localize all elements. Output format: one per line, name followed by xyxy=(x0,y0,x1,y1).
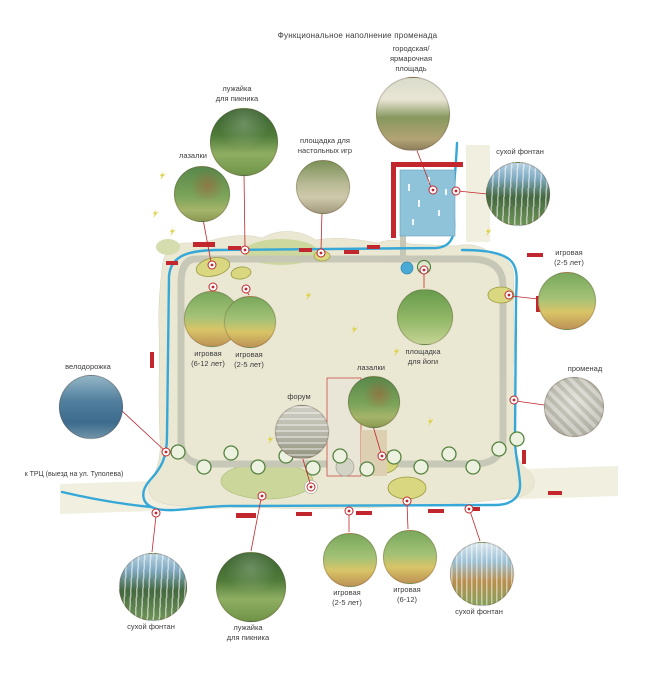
photo-playground-2-5-right xyxy=(538,272,596,330)
label-picnic-lawn-bottom: лужайка для пикника xyxy=(226,623,270,642)
photo-yoga-area xyxy=(397,289,453,345)
water-feature-dot xyxy=(400,261,414,275)
leader-lines xyxy=(119,147,545,553)
photo-dry-fountain-bottom-right xyxy=(450,542,514,606)
label-dry-fountain-bottom-right: сухой фонтан xyxy=(455,607,503,616)
photo-playground-6-12-bottom xyxy=(383,530,437,584)
label-forum: форум xyxy=(287,392,311,401)
label-fair-square: городская/ ярмарочная площадь xyxy=(389,44,433,73)
photo-bike-path xyxy=(59,375,123,439)
label-dry-fountain-bottom-left: сухой фонтан xyxy=(127,622,175,631)
photo-dry-fountain-bottom-left xyxy=(119,553,187,621)
photo-climbing-left xyxy=(174,166,230,222)
photo-playground-2-5-mid xyxy=(224,296,276,348)
pool xyxy=(399,169,456,237)
label-playground-2-5-mid: игровая (2-5 лет) xyxy=(234,350,264,369)
red-barriers xyxy=(150,162,562,518)
photo-promenade xyxy=(544,377,604,437)
photo-forum xyxy=(275,405,329,459)
pool-speckles xyxy=(408,177,447,225)
mall-exit-label: к ТРЦ (выезд на ул. Туполева) xyxy=(24,471,124,478)
page-title: Функциональное наполнение променада xyxy=(277,31,438,40)
label-picnic-lawn-top: лужайка для пикника xyxy=(215,84,259,103)
label-climbing-mid: лазалки xyxy=(357,363,385,372)
label-playground-6-12-bottom: игровая (6-12) xyxy=(393,585,421,604)
photo-picnic-lawn-top xyxy=(210,108,278,176)
photo-fair-square xyxy=(376,77,450,151)
trees xyxy=(170,431,525,477)
photo-playground-2-5-bottom xyxy=(323,533,377,587)
label-board-games: площадка для настольных игр xyxy=(297,136,353,155)
label-playground-2-5-bottom: игровая (2-5 лет) xyxy=(332,588,362,607)
photo-dry-fountain-top-right xyxy=(486,162,550,226)
label-yoga-area: площадка для йоги xyxy=(405,347,441,366)
photo-board-games xyxy=(296,160,350,214)
label-dry-fountain-top-right: сухой фонтан xyxy=(496,147,544,156)
photo-picnic-lawn-bottom xyxy=(216,552,286,622)
map-markers xyxy=(151,185,519,518)
label-climbing-left: лазалки xyxy=(179,151,207,160)
label-promenade: променад xyxy=(567,364,603,373)
label-playground-2-5-right: игровая (2-5 лет) xyxy=(554,248,584,267)
label-bike-path: велодорожка xyxy=(65,362,111,371)
photo-climbing-mid xyxy=(348,376,400,428)
label-playground-6-12-mid: игровая (6-12 лет) xyxy=(191,349,225,368)
